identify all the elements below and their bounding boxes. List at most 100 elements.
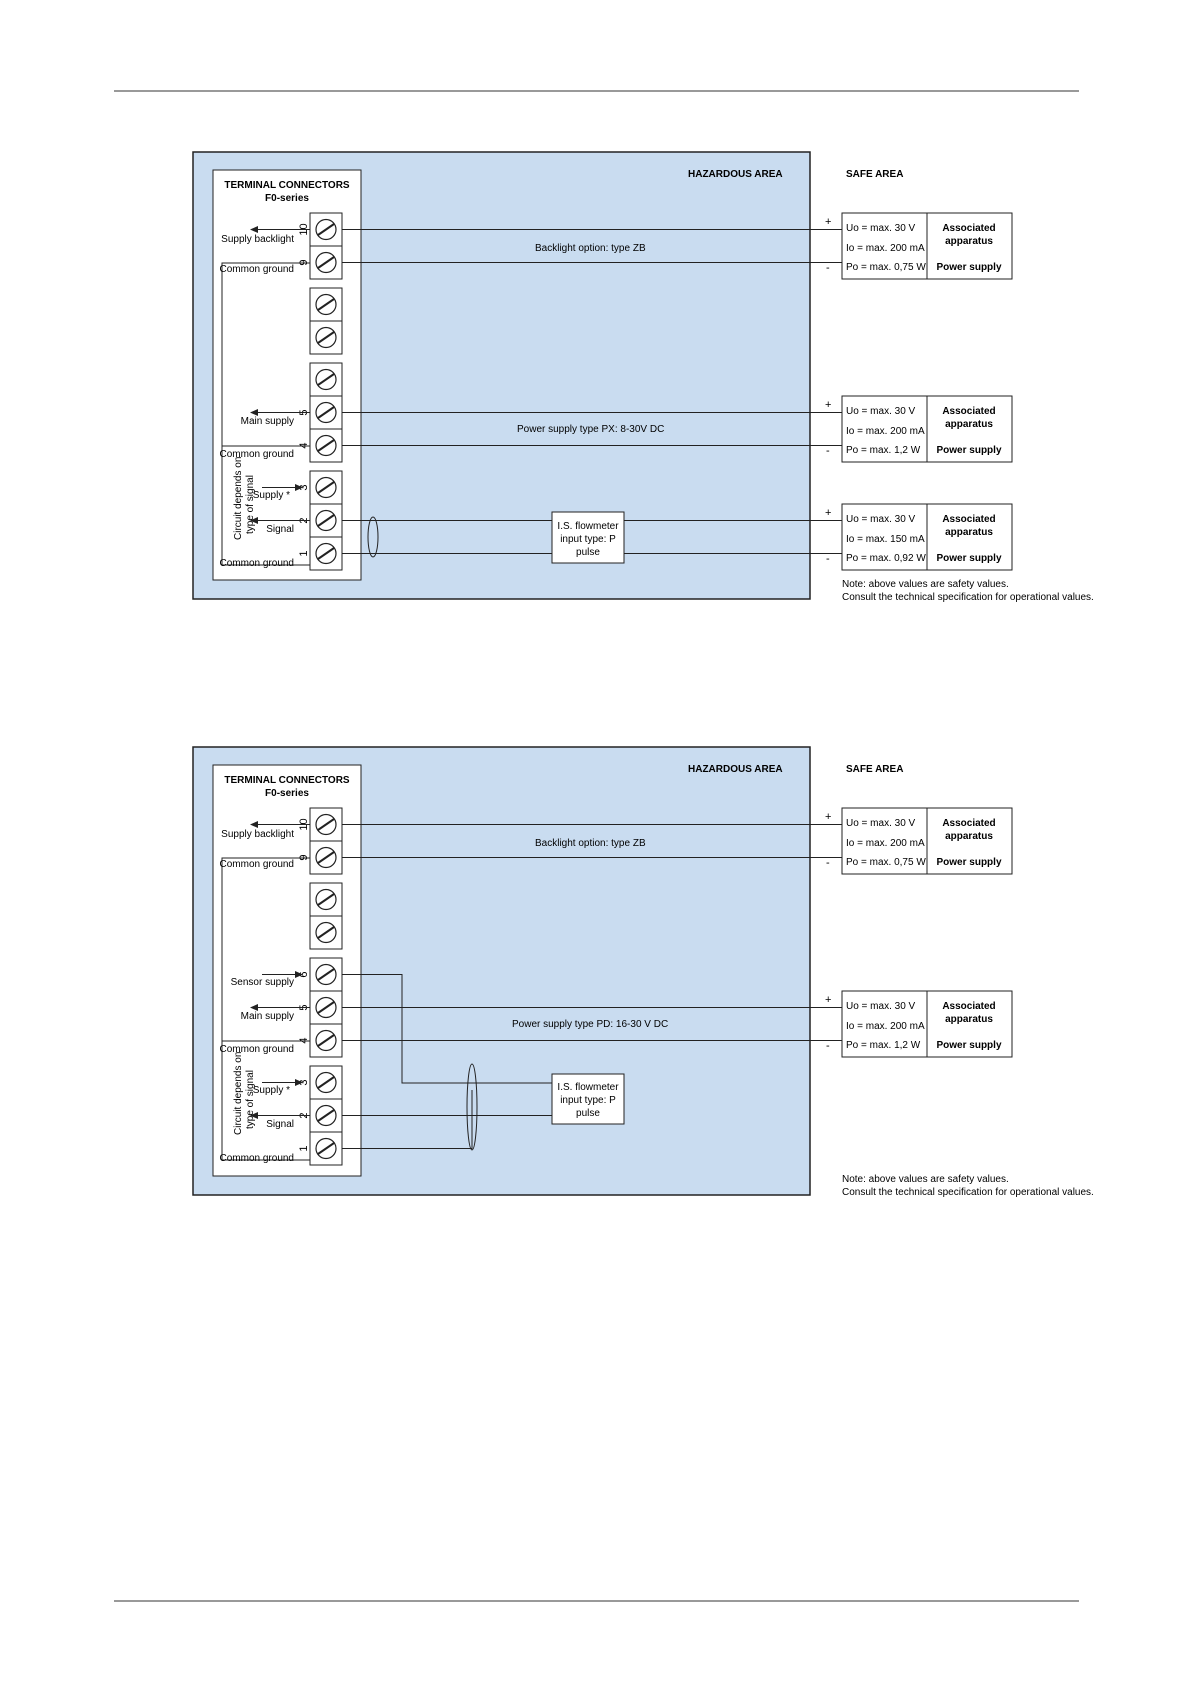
safe-box-main: + - Uo = max. 30 V Io = max. 200 mA Po =… <box>825 990 1013 1058</box>
minus-sign: - <box>826 445 830 457</box>
screw-slot <box>317 1001 335 1014</box>
flowmeter-line-3: pulse <box>576 1108 600 1119</box>
terminal-label: Sensor supply <box>231 977 294 988</box>
plus-sign: + <box>825 399 831 411</box>
terminal-1: 1 Common ground <box>220 1131 343 1166</box>
terminal-label: Supply * <box>253 490 290 501</box>
flowmeter-box <box>551 511 625 564</box>
inner-bracket-bottom <box>221 445 310 566</box>
terminal-subtitle: F0-series <box>265 193 309 204</box>
terminal-5: 5 Main supply <box>241 395 343 430</box>
circuit-note-line-1: Circuit depends on <box>233 1052 244 1135</box>
minus-sign: - <box>826 1040 830 1052</box>
screw-slot <box>317 439 335 452</box>
circuit-note: Circuit depends on type of signal <box>233 1052 256 1135</box>
arrow-left-icon <box>250 1004 258 1011</box>
terminal-blank-a <box>309 882 343 917</box>
flowmeter-line-3: pulse <box>576 547 600 558</box>
assoc-line-1: Associated <box>942 1001 995 1012</box>
terminal-label: Common ground <box>220 859 294 870</box>
assoc-line-2: apparatus <box>945 1014 993 1025</box>
flowmeter-box <box>551 1073 625 1125</box>
terminal-label: Signal <box>266 1119 294 1130</box>
assoc-line-1: Associated <box>942 406 995 417</box>
terminal-label: Main supply <box>241 416 294 427</box>
terminal-label: Signal <box>266 524 294 535</box>
terminal-2: 2 Signal <box>250 1098 343 1133</box>
io-value: Io = max. 200 mA <box>846 426 925 437</box>
po-value: Po = max. 0,92 W <box>846 553 926 564</box>
terminal-number: 6 <box>298 971 310 977</box>
wire-label-power: Power supply type PX: 8-30V DC <box>517 424 664 435</box>
hazardous-area-label: HAZARDOUS AREA <box>688 764 783 775</box>
screw-slot <box>317 373 335 386</box>
uo-value: Uo = max. 30 V <box>846 818 916 829</box>
screw-slot <box>317 851 335 864</box>
minus-sign: - <box>826 262 830 274</box>
terminal-number: 3 <box>298 1079 310 1085</box>
minus-sign: - <box>826 553 830 565</box>
wiring-diagram-1: HAZARDOUS AREA SAFE AREA TERMINAL CONNEC… <box>192 151 1094 603</box>
terminal-label: Supply backlight <box>221 829 294 840</box>
safe-box-backlight: + - Uo = max. 30 V Io = max. 200 mA Po =… <box>825 807 1013 875</box>
arrow-right-icon <box>295 971 303 978</box>
terminal-label: Common ground <box>220 1153 294 1164</box>
terminal-10: 10 Supply backlight <box>221 807 343 842</box>
screw-slot <box>317 926 335 939</box>
terminal-number: 9 <box>298 259 310 265</box>
plus-sign: + <box>825 994 831 1006</box>
terminal-blank-c <box>309 362 343 397</box>
terminal-number: 3 <box>298 484 310 490</box>
wiring-diagram-2: HAZARDOUS AREA SAFE AREA TERMINAL CONNEC… <box>192 746 1094 1198</box>
safe-box-backlight: + - Uo = max. 30 V Io = max. 200 mA Po =… <box>825 212 1013 280</box>
screw-slot <box>317 331 335 344</box>
terminal-slot <box>309 915 343 950</box>
safe-area-label: SAFE AREA <box>846 169 903 180</box>
po-value: Po = max. 1,2 W <box>846 1040 921 1051</box>
terminal-label: Common ground <box>220 558 294 569</box>
plus-sign: + <box>825 507 831 519</box>
power-supply-label: Power supply <box>936 857 1001 868</box>
assoc-line-2: apparatus <box>945 419 993 430</box>
terminal-label: Common ground <box>220 264 294 275</box>
power-supply-label: Power supply <box>936 553 1001 564</box>
screw-slot <box>317 893 335 906</box>
arrow-left-icon <box>250 821 258 828</box>
circuit-note-line-2: type of signal <box>245 475 256 534</box>
terminal-9: 9 Common ground <box>220 245 343 280</box>
terminal-1: 1 Common ground <box>220 536 343 571</box>
screw-slot <box>317 818 335 831</box>
terminal-rows: 10 Supply backlight 9 Common ground <box>220 807 343 1166</box>
terminal-9: 9 Common ground <box>220 840 343 875</box>
screw-slot <box>317 1109 335 1122</box>
po-value: Po = max. 1,2 W <box>846 445 921 456</box>
terminal-blank-b <box>309 915 343 950</box>
inner-bracket-bottom <box>221 1040 310 1161</box>
wire-label-power: Power supply type PD: 16-30 V DC <box>512 1019 668 1030</box>
screw-slot <box>317 481 335 494</box>
plus-sign: + <box>825 811 831 823</box>
screw-slot <box>317 406 335 419</box>
terminal-number: 1 <box>298 1145 310 1151</box>
uo-value: Uo = max. 30 V <box>846 406 916 417</box>
terminal-6: 6 Sensor supply <box>231 957 343 992</box>
io-value: Io = max. 150 mA <box>846 534 925 545</box>
po-value: Po = max. 0,75 W <box>846 857 926 868</box>
screw-slot <box>317 1142 335 1155</box>
safe-box-flowmeter: + - Uo = max. 30 V Io = max. 150 mA Po =… <box>825 503 1013 571</box>
terminal-rows: 10 Supply backlight 9 Common ground <box>220 212 343 571</box>
wire-label-backlight: Backlight option: type ZB <box>535 243 646 254</box>
arrow-right-icon <box>295 1079 303 1086</box>
flowmeter-line-2: input type: P <box>560 534 616 545</box>
terminal-number: 9 <box>298 854 310 860</box>
assoc-line-1: Associated <box>942 223 995 234</box>
terminal-number: 4 <box>298 1037 310 1043</box>
assoc-line-2: apparatus <box>945 527 993 538</box>
circuit-note-line-1: Circuit depends on <box>233 457 244 540</box>
wire-sensor-supply <box>342 974 552 1084</box>
uo-value: Uo = max. 30 V <box>846 514 916 525</box>
screw-slot <box>317 1034 335 1047</box>
hazardous-area-label: HAZARDOUS AREA <box>688 169 783 180</box>
